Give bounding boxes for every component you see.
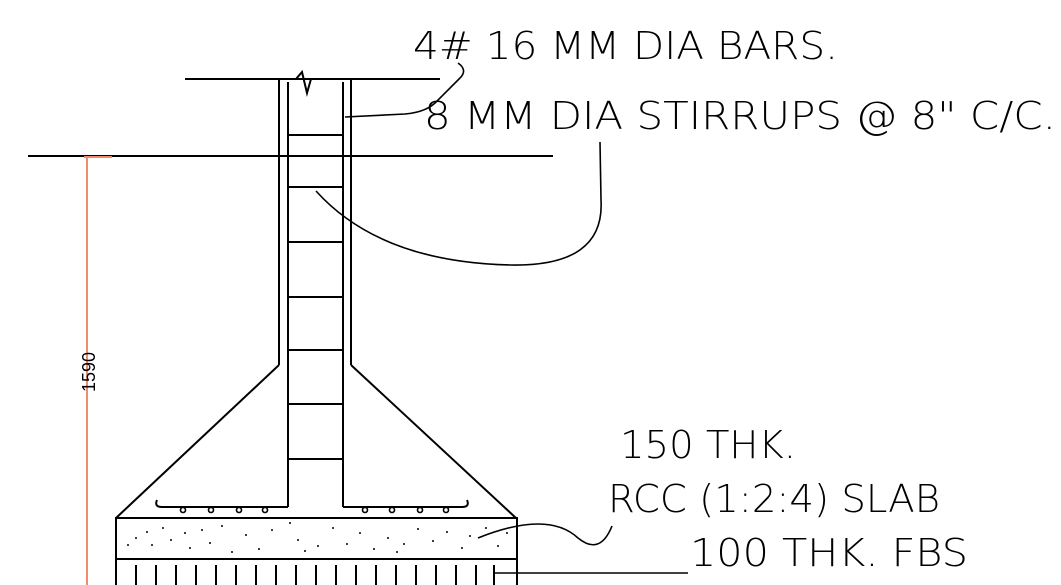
rebar-dot: [361, 506, 369, 514]
main-bars-label: 4# 16 MM DIA BARS.: [413, 24, 838, 68]
break-mark: [295, 69, 312, 97]
leader-stirrups: [315, 141, 602, 266]
leader-main-bars: [344, 62, 465, 118]
footing-left-slope: [115, 364, 280, 519]
stirrups: [288, 134, 343, 460]
rebar-dot: [207, 506, 215, 514]
fbs-label: 100 THK. FBS: [690, 531, 968, 575]
rebar-dot: [179, 506, 187, 514]
bottom-rebar-left: [155, 499, 288, 508]
rebar-dot: [261, 506, 269, 514]
concrete-hatch: [127, 522, 508, 553]
rebar-dot: [235, 506, 243, 514]
rebar-dot: [388, 506, 396, 514]
rebar-sections: [179, 506, 450, 514]
footing-right-slope: [350, 364, 517, 519]
dimension-value: 1590: [79, 352, 99, 392]
rebar-dot: [416, 506, 424, 514]
rcc-slab: [115, 517, 518, 560]
bottom-rebar-right: [343, 499, 469, 508]
slab-thickness-label: 150 THK.: [620, 423, 796, 467]
fbs-layer: [115, 559, 518, 585]
slab-type-label: RCC (1:2:4) SLAB: [608, 477, 940, 521]
leader-slab: [477, 523, 613, 546]
rebar-dot: [442, 506, 450, 514]
stirrups-label: 8 MM DIA STIRRUPS @ 8" C/C.: [424, 94, 1056, 138]
